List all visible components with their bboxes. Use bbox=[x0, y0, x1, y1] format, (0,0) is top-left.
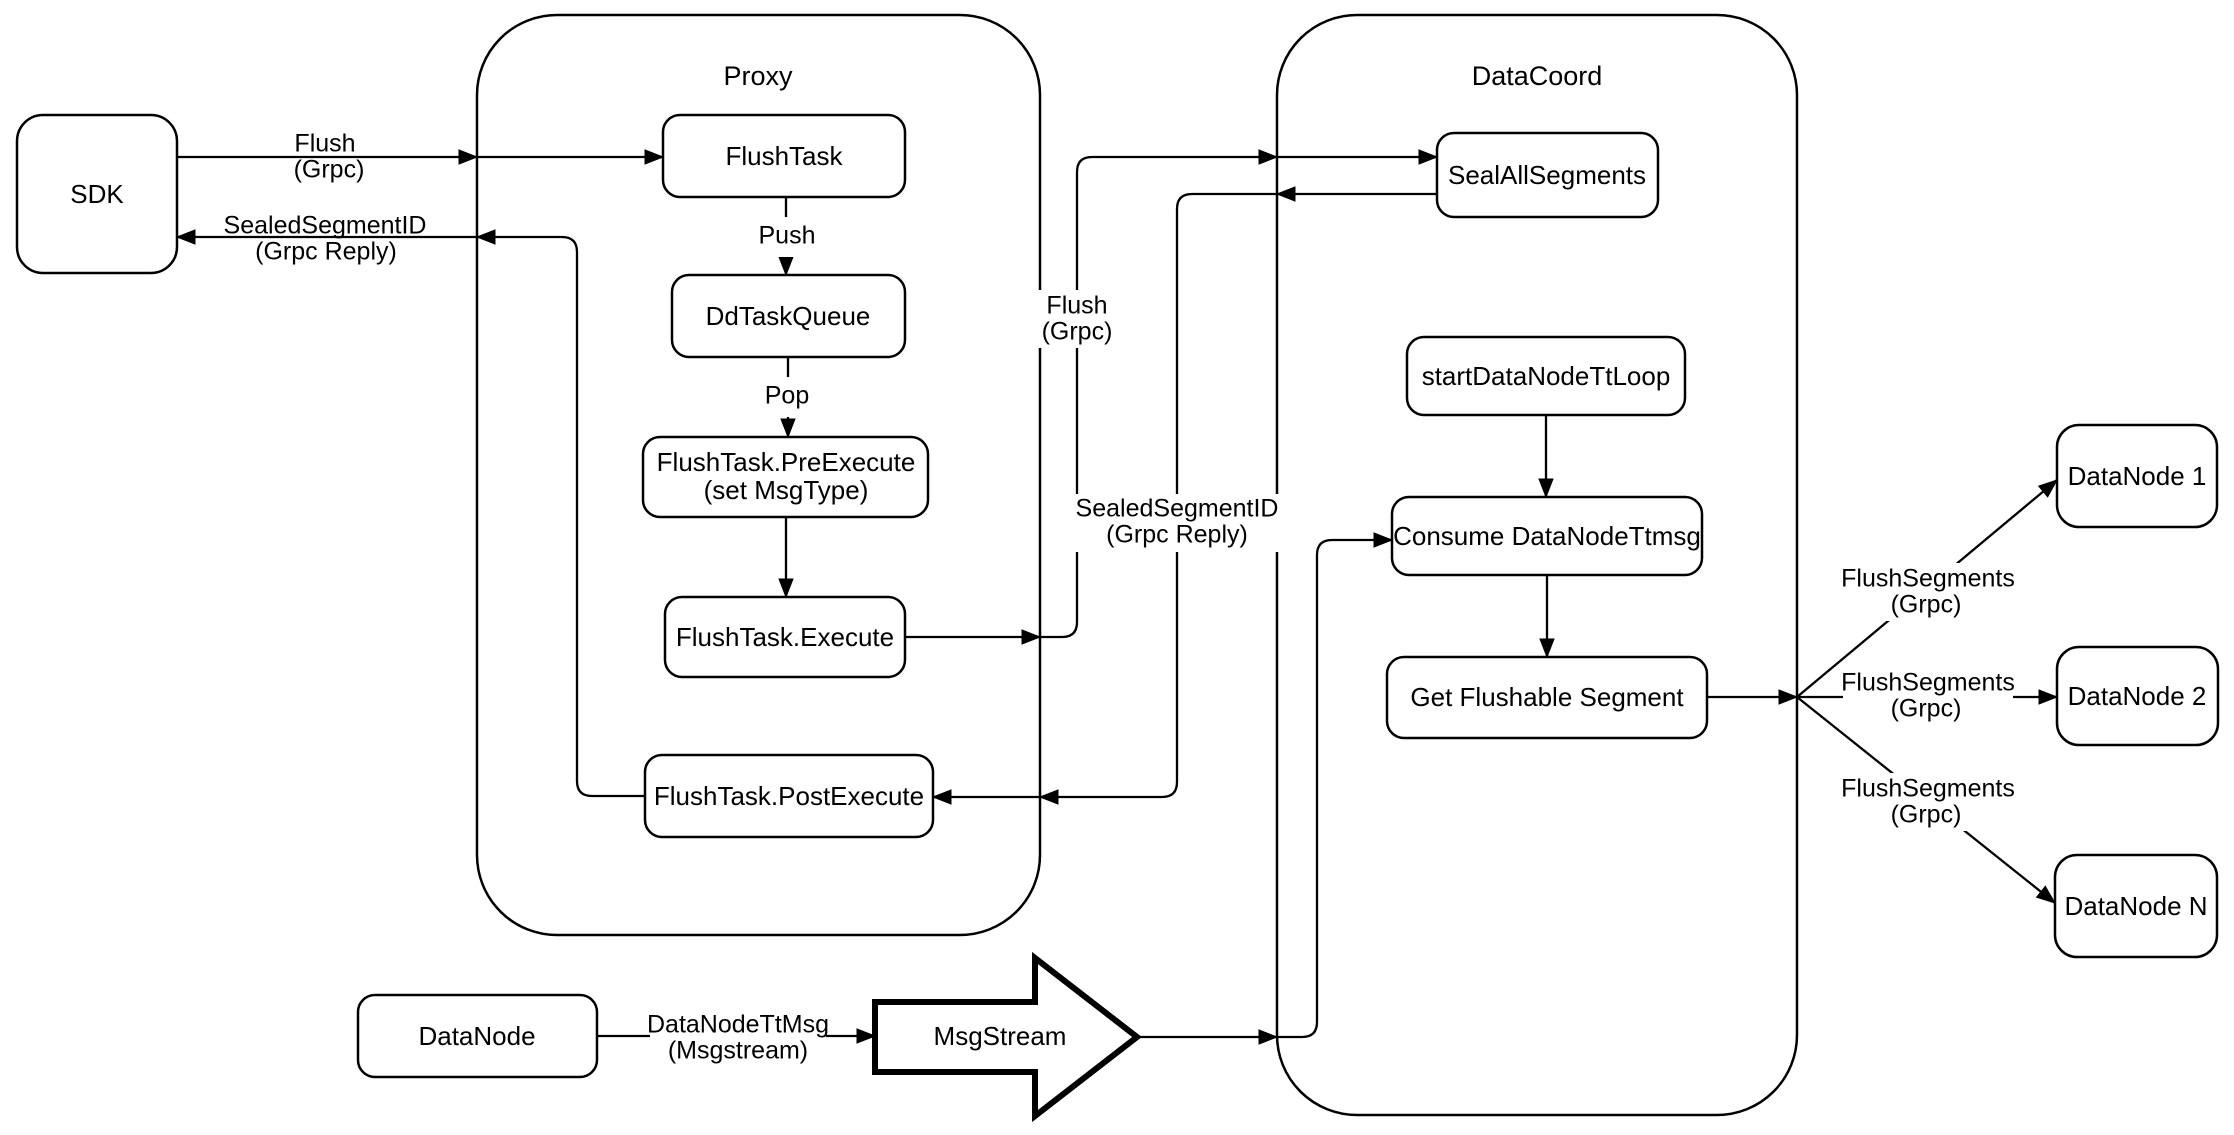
flushsegments1-label-bg bbox=[1843, 563, 2013, 621]
flushsegments2-label-bg bbox=[1843, 667, 2013, 725]
ddtaskqueue-node: DdTaskQueue bbox=[670, 273, 907, 359]
execute-box bbox=[663, 595, 907, 679]
datanode-box bbox=[356, 993, 599, 1079]
sdk-flush-label-line2: (Grpc) bbox=[294, 156, 365, 184]
postexecute-label: FlushTask.PostExecute bbox=[654, 781, 924, 811]
flushtask-box bbox=[661, 113, 907, 199]
flush-mid-label-line2: (Grpc) bbox=[1042, 318, 1113, 346]
sdk-reply-label-line1: SealedSegmentID bbox=[224, 212, 427, 240]
datanode1-box bbox=[2055, 423, 2219, 529]
consumedatanodettmsg-label: Consume DataNodeTtmsg bbox=[1393, 521, 1701, 551]
flushsegments3-label-bg bbox=[1843, 773, 2013, 831]
preexecute-label-line2: (set MsgType) bbox=[704, 475, 869, 505]
datacoord-title: DataCoord bbox=[1472, 61, 1603, 91]
edge-msgstream-route-to-consume bbox=[1277, 532, 1394, 1039]
flushsegments3-label-line2: (Grpc) bbox=[1891, 801, 1962, 829]
postexecute-box bbox=[643, 753, 935, 839]
sealallsegments-node: SealAllSegments bbox=[1435, 131, 1660, 219]
msgstream-label: MsgStream bbox=[934, 1021, 1067, 1051]
preexecute-box bbox=[641, 435, 930, 519]
sdk-flush-label-line1: Flush bbox=[294, 130, 355, 158]
msgstream-arrow-shape bbox=[872, 951, 1142, 1123]
proxy-title: Proxy bbox=[723, 61, 793, 91]
flushsegments2-label-line2: (Grpc) bbox=[1891, 695, 1962, 723]
startdatanodettloop-box bbox=[1405, 335, 1687, 417]
sealallsegments-label: SealAllSegments bbox=[1448, 160, 1646, 190]
sealed-mid-label-bg bbox=[1073, 494, 1281, 552]
datanode1-label: DataNode 1 bbox=[2068, 461, 2207, 491]
datanode2-box bbox=[2055, 645, 2220, 747]
datanoden-box bbox=[2053, 853, 2219, 959]
preexecute-label-line1: FlushTask.PreExecute bbox=[657, 447, 916, 477]
sealallsegments-box bbox=[1435, 131, 1660, 219]
execute-label: FlushTask.Execute bbox=[676, 622, 894, 652]
edge-postexecute-to-proxy-edge bbox=[475, 229, 645, 798]
datanode-ttmsg-label-line1: DataNodeTtMsg bbox=[647, 1011, 829, 1039]
edge-flush-route-to-datacoord bbox=[1040, 149, 1279, 639]
ddtaskqueue-box bbox=[670, 273, 907, 359]
flushtask-node: FlushTask bbox=[661, 113, 907, 199]
getflushablesegment-box bbox=[1385, 655, 1709, 740]
preexecute-node: FlushTask.PreExecute (set MsgType) bbox=[641, 435, 930, 519]
pop-label-bg bbox=[751, 377, 823, 417]
sdk-box bbox=[15, 113, 179, 275]
ddtaskqueue-label: DdTaskQueue bbox=[706, 301, 871, 331]
datanode-ttmsg-label-line2: (Msgstream) bbox=[668, 1037, 808, 1065]
sdk-node: SDK bbox=[15, 113, 179, 275]
sdk-label: SDK bbox=[70, 179, 124, 209]
datanode-ttmsg-label-bg bbox=[650, 1008, 826, 1068]
datanoden-node: DataNode N bbox=[2053, 853, 2219, 959]
flushsegments3-label-line1: FlushSegments bbox=[1841, 775, 2015, 803]
startdatanodettloop-node: startDataNodeTtLoop bbox=[1405, 335, 1687, 417]
sdk-reply-label-line2: (Grpc Reply) bbox=[255, 238, 397, 266]
datanoden-label: DataNode N bbox=[2064, 891, 2207, 921]
consumedatanodettmsg-node: Consume DataNodeTtmsg bbox=[1390, 495, 1704, 577]
flush-mid-label-line1: Flush bbox=[1046, 292, 1107, 320]
flushtask-label: FlushTask bbox=[725, 141, 843, 171]
msgstream-node: MsgStream bbox=[872, 951, 1142, 1123]
startdatanodettloop-label: startDataNodeTtLoop bbox=[1422, 361, 1671, 391]
push-label-bg bbox=[749, 217, 825, 257]
datanode-node: DataNode bbox=[356, 993, 599, 1079]
pop-label: Pop bbox=[765, 382, 809, 410]
getflushablesegment-node: Get Flushable Segment bbox=[1385, 655, 1709, 740]
getflushablesegment-label: Get Flushable Segment bbox=[1410, 682, 1684, 712]
flushsegments1-label-line1: FlushSegments bbox=[1841, 565, 2015, 593]
sealed-mid-label-line1: SealedSegmentID bbox=[1076, 495, 1279, 523]
sealed-mid-label-line2: (Grpc Reply) bbox=[1106, 521, 1248, 549]
flush-mid-label-bg bbox=[1037, 290, 1119, 348]
execute-node: FlushTask.Execute bbox=[663, 595, 907, 679]
datanode1-node: DataNode 1 bbox=[2055, 423, 2219, 529]
postexecute-node: FlushTask.PostExecute bbox=[643, 753, 935, 839]
consumedatanodettmsg-box bbox=[1390, 495, 1704, 577]
datanode-label: DataNode bbox=[418, 1021, 535, 1051]
flushsegments1-label-line2: (Grpc) bbox=[1891, 591, 1962, 619]
datanode2-node: DataNode 2 bbox=[2055, 645, 2220, 747]
datanode2-label: DataNode 2 bbox=[2068, 681, 2207, 711]
flushsegments2-label-line1: FlushSegments bbox=[1841, 669, 2015, 697]
push-label: Push bbox=[759, 222, 816, 250]
